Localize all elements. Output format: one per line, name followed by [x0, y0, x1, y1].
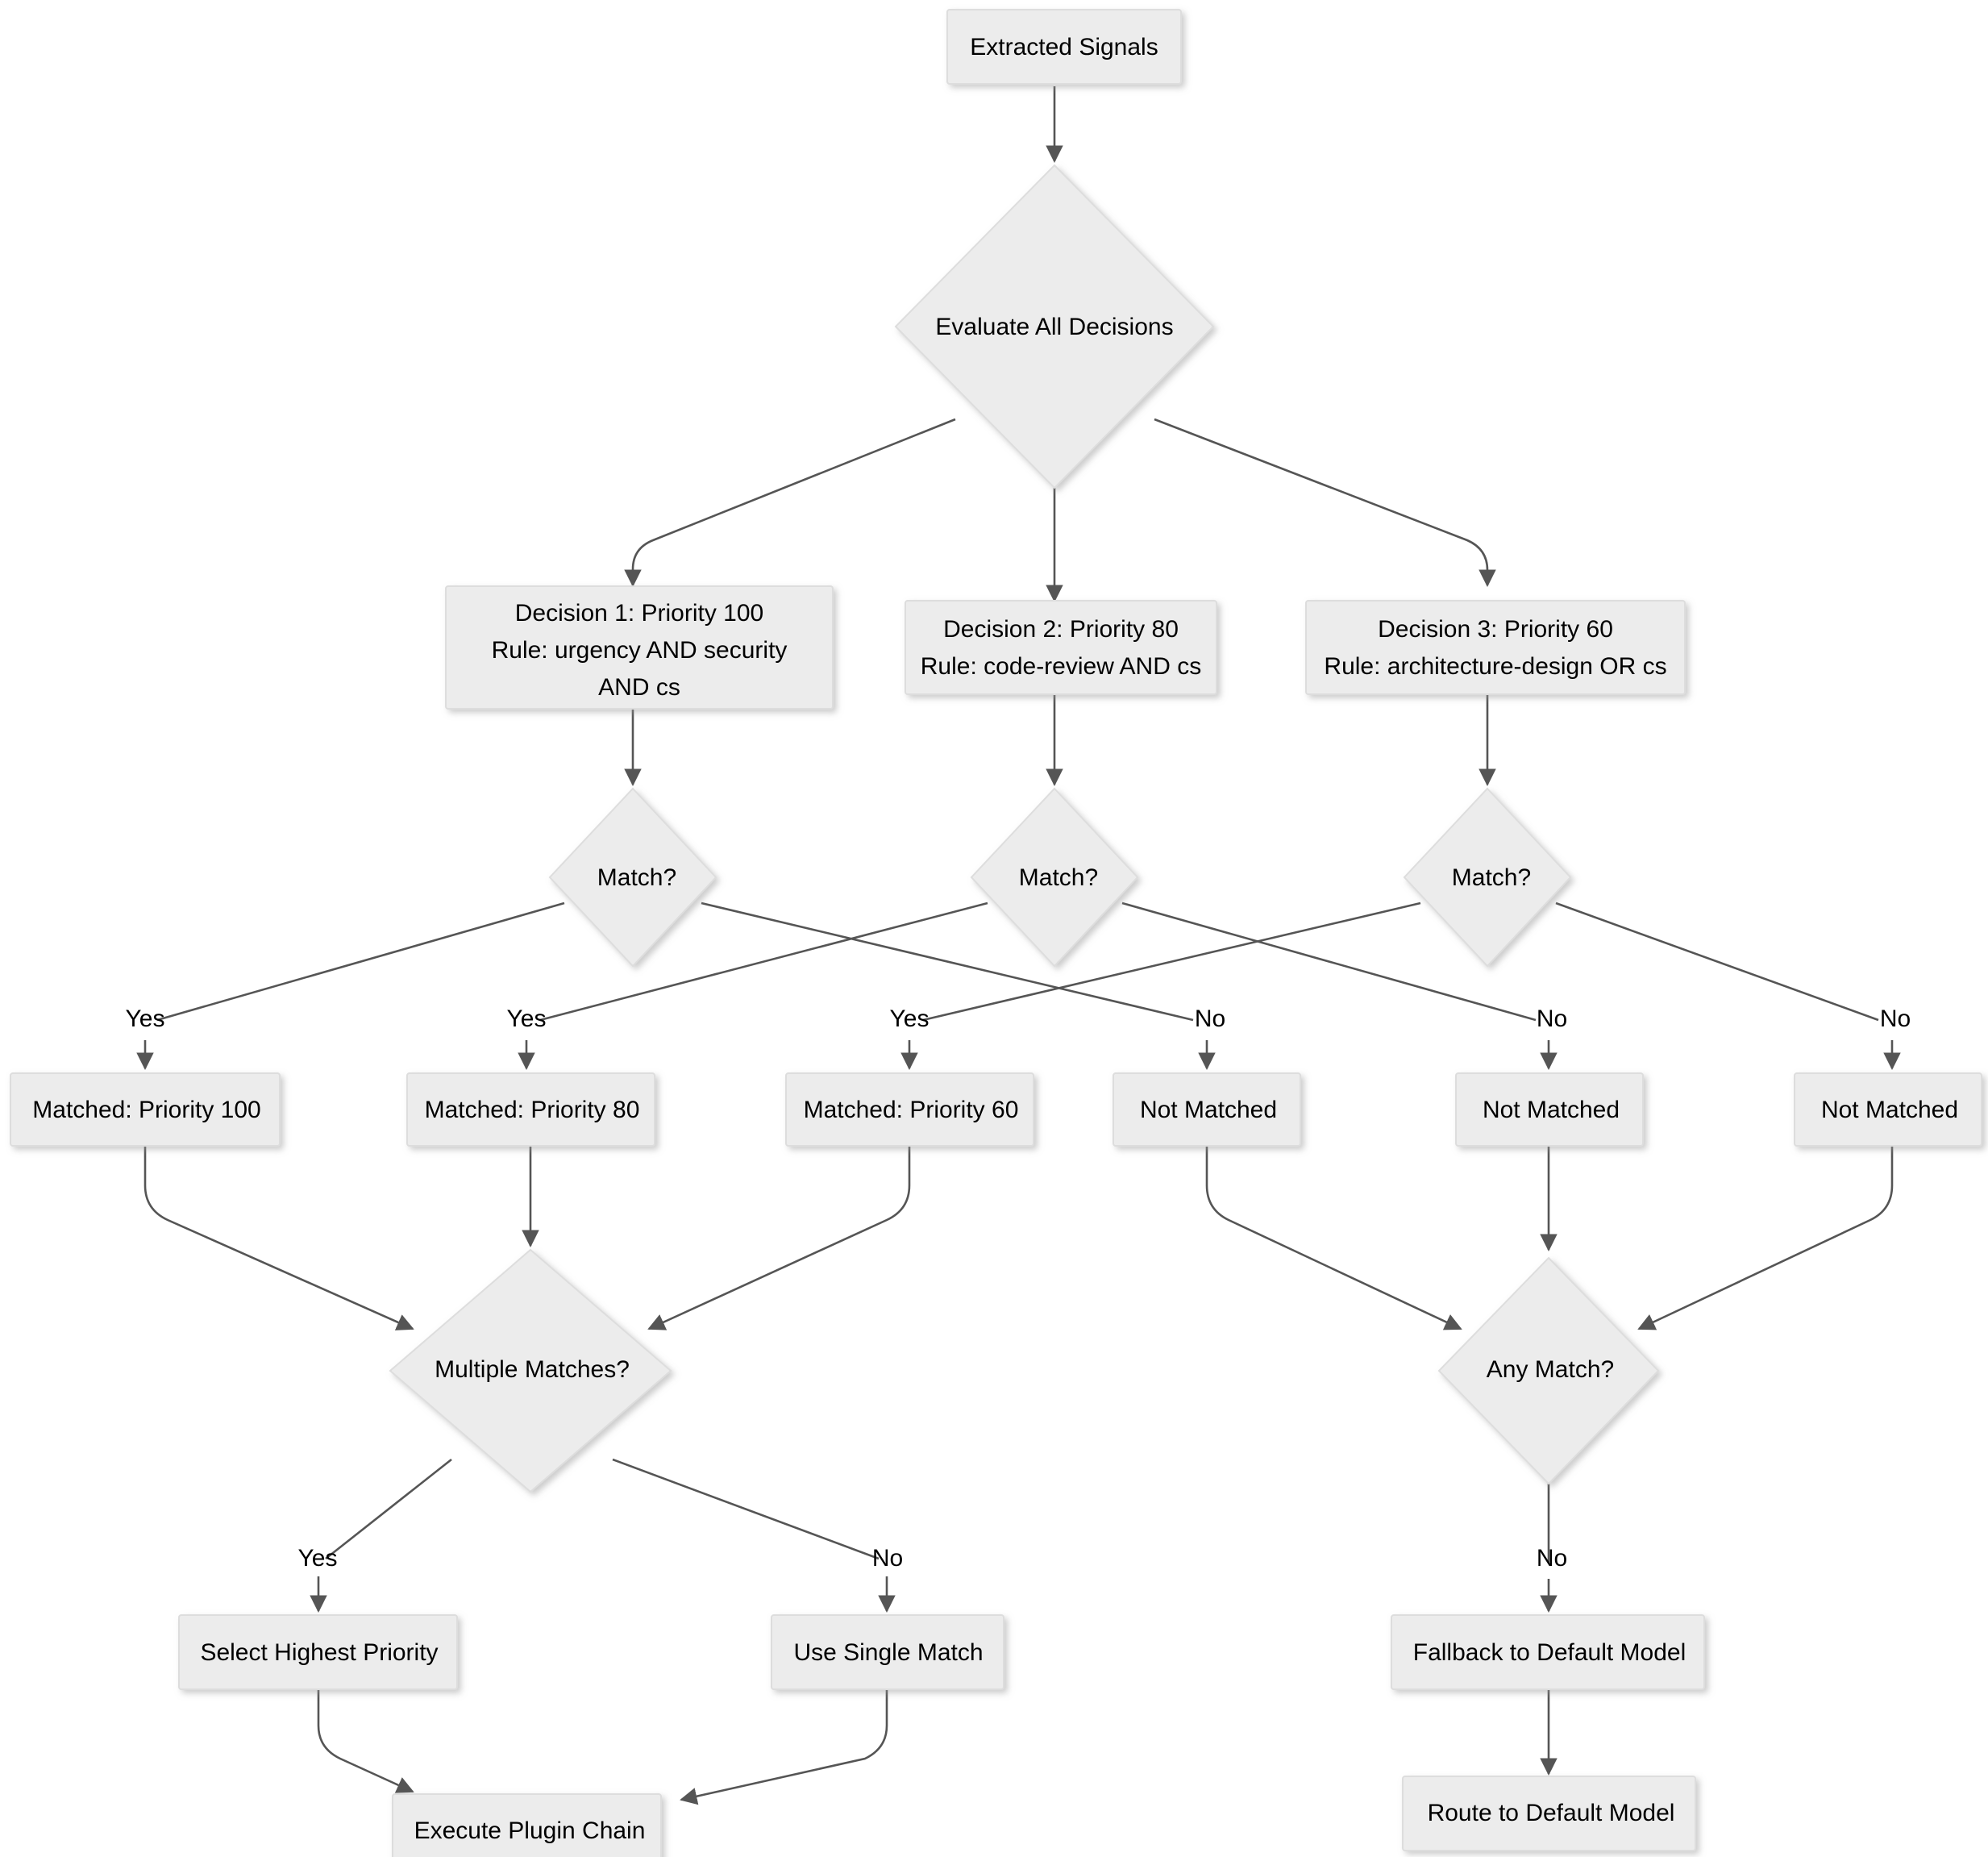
node-execute-plugin-chain-label: Execute Plugin Chain	[414, 1817, 646, 1844]
node-decision-2-line2: Rule: code-review AND cs	[921, 653, 1201, 680]
node-match-3-label: Match?	[1452, 864, 1531, 891]
node-decision-2-line1: Decision 2: Priority 80	[943, 616, 1179, 643]
edge-label-yes-1: Yes	[126, 1006, 165, 1032]
node-extracted-signals[interactable]: Extracted Signals	[946, 9, 1182, 85]
node-decision-3[interactable]: Decision 3: Priority 60 Rule: architectu…	[1305, 600, 1686, 695]
edge-label-no-2: No	[1537, 1006, 1567, 1032]
node-decision-1-line1: Decision 1: Priority 100	[515, 600, 763, 627]
node-route-to-default-model-label: Route to Default Model	[1428, 1800, 1675, 1826]
node-any-match[interactable]: Any Match?	[1437, 1256, 1660, 1485]
edge-label-yes-2: Yes	[507, 1006, 547, 1032]
edge-match1-yes	[156, 901, 565, 1022]
node-fallback-to-default-model[interactable]: Fallback to Default Model	[1391, 1614, 1705, 1690]
node-select-highest-priority[interactable]: Select Highest Priority	[178, 1614, 458, 1690]
edge-match3-yes	[922, 901, 1421, 1022]
node-route-to-default-model[interactable]: Route to Default Model	[1402, 1776, 1696, 1851]
node-multiple-matches[interactable]: Multiple Matches?	[389, 1248, 672, 1493]
edge-select-to-execute	[317, 1689, 414, 1793]
nodes-layer: Extracted Signals Evaluate All Decisions…	[10, 9, 1982, 1857]
node-match-2[interactable]: Match?	[970, 787, 1139, 968]
node-evaluate-all-decisions[interactable]: Evaluate All Decisions	[894, 164, 1215, 489]
node-any-match-label: Any Match?	[1487, 1356, 1614, 1383]
node-not-matched-1[interactable]: Not Matched	[1113, 1072, 1301, 1147]
node-extracted-signals-label: Extracted Signals	[970, 34, 1158, 60]
node-not-matched-2-label: Not Matched	[1483, 1097, 1620, 1123]
edge-labels-layer: Yes Yes Yes No No No Yes No No	[126, 1006, 1911, 1572]
edge-matched60-to-multiple	[647, 1147, 911, 1330]
edge-label-multiple-no: No	[872, 1545, 903, 1572]
node-matched-priority-100[interactable]: Matched: Priority 100	[10, 1072, 281, 1147]
node-decision-3-line1: Decision 3: Priority 60	[1378, 616, 1613, 643]
edge-evaluate-to-decision3	[1154, 418, 1496, 587]
node-use-single-match[interactable]: Use Single Match	[771, 1614, 1004, 1690]
node-decision-2[interactable]: Decision 2: Priority 80 Rule: code-revie…	[905, 600, 1217, 695]
edge-label-any-match-no: No	[1537, 1545, 1567, 1572]
edge-notmatched1-to-anymatch	[1205, 1147, 1462, 1330]
edge-label-no-1: No	[1195, 1006, 1225, 1032]
edge-match1-no	[701, 901, 1194, 1022]
node-match-3[interactable]: Match?	[1403, 787, 1572, 968]
node-use-single-match-label: Use Single Match	[793, 1639, 983, 1666]
edge-label-no-3: No	[1880, 1006, 1911, 1032]
node-evaluate-all-decisions-label: Evaluate All Decisions	[935, 314, 1173, 340]
node-matched-priority-80-label: Matched: Priority 80	[425, 1097, 640, 1123]
edge-multiple-no	[612, 1458, 880, 1560]
node-not-matched-3-label: Not Matched	[1821, 1097, 1958, 1123]
edge-single-to-execute	[680, 1689, 888, 1805]
node-decision-3-line2: Rule: architecture-design OR cs	[1324, 653, 1666, 680]
node-decision-1-line2: Rule: urgency AND security	[492, 637, 788, 664]
node-fallback-to-default-model-label: Fallback to Default Model	[1413, 1639, 1686, 1666]
node-matched-priority-60-label: Matched: Priority 60	[804, 1097, 1019, 1123]
node-match-1-label: Match?	[597, 864, 676, 891]
edge-matched100-to-multiple	[143, 1147, 414, 1330]
node-matched-priority-80[interactable]: Matched: Priority 80	[406, 1072, 655, 1147]
node-decision-1[interactable]: Decision 1: Priority 100 Rule: urgency A…	[445, 585, 834, 710]
edge-label-multiple-yes: Yes	[298, 1545, 338, 1572]
node-not-matched-2[interactable]: Not Matched	[1455, 1072, 1644, 1147]
edge-match2-no	[1121, 901, 1537, 1022]
node-execute-plugin-chain[interactable]: Execute Plugin Chain	[392, 1793, 662, 1857]
edges-layer	[136, 86, 1901, 1805]
node-matched-priority-60[interactable]: Matched: Priority 60	[785, 1072, 1034, 1147]
edge-label-yes-3: Yes	[890, 1006, 930, 1032]
node-decision-1-line3: AND cs	[598, 674, 680, 701]
node-select-highest-priority-label: Select Highest Priority	[200, 1639, 438, 1666]
node-match-1[interactable]: Match?	[548, 787, 717, 968]
edge-match3-no	[1555, 901, 1879, 1022]
edge-match2-yes	[539, 901, 988, 1022]
edge-notmatched3-to-anymatch	[1637, 1147, 1894, 1330]
node-not-matched-3[interactable]: Not Matched	[1794, 1072, 1982, 1147]
edge-multiple-yes	[325, 1458, 452, 1560]
edge-evaluate-to-decision1	[624, 418, 956, 587]
node-match-2-label: Match?	[1019, 864, 1098, 891]
node-not-matched-1-label: Not Matched	[1140, 1097, 1277, 1123]
node-matched-priority-100-label: Matched: Priority 100	[32, 1097, 260, 1123]
node-multiple-matches-label: Multiple Matches?	[435, 1356, 630, 1383]
